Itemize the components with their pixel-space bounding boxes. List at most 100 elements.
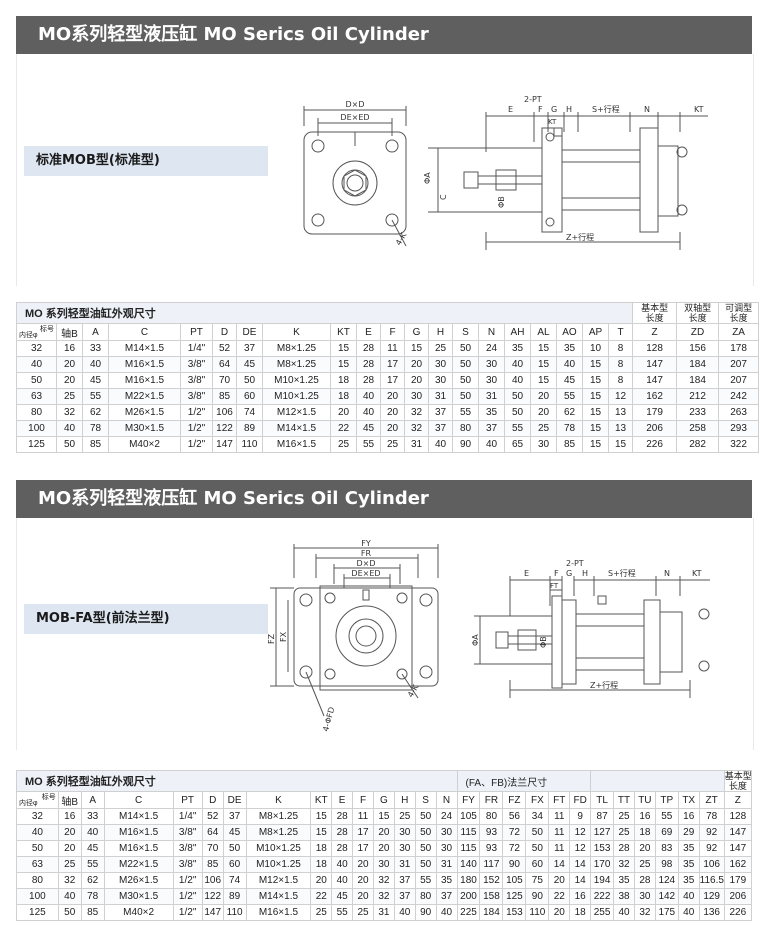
table-cell: 45: [556, 372, 583, 389]
table-cell: 263: [718, 404, 760, 421]
table-cell: 33: [80, 808, 105, 825]
table-cell: 225: [456, 904, 481, 921]
dim-n2: N: [664, 569, 670, 578]
table-cell: 24: [435, 808, 458, 825]
table-cell: 35: [613, 872, 635, 889]
table-cell: 35: [478, 404, 505, 421]
table-cell: 162: [723, 856, 753, 873]
table-cell: 25: [633, 856, 656, 873]
table-cell: 15: [310, 824, 333, 841]
column-header: A: [80, 791, 105, 809]
table-cell: 30: [428, 372, 453, 389]
table-cell: 106: [212, 404, 237, 421]
table-cell: 83: [654, 840, 679, 857]
dim-h: H: [566, 105, 572, 114]
table-cell: 20: [404, 372, 429, 389]
table-cell: 45: [80, 840, 105, 857]
table-cell: 152: [479, 872, 504, 889]
table-cell: 31: [435, 856, 458, 873]
bore-cell: 40: [16, 824, 59, 841]
table-cell: 55: [654, 808, 679, 825]
table-cell: 147: [723, 840, 753, 857]
table-cell: 30: [633, 888, 656, 905]
table-cell: 64: [201, 824, 224, 841]
table-cell: 28: [331, 808, 354, 825]
table-cell: 25: [330, 436, 357, 453]
dim-dd2: D×D: [356, 559, 375, 568]
dim-ft: FT: [550, 582, 559, 590]
table-cell: 45: [356, 420, 381, 437]
table-cell: 72: [502, 824, 527, 841]
table-cell: 15: [607, 436, 634, 453]
column-header: A: [82, 323, 109, 341]
table-cell: M16×1.5: [103, 824, 174, 841]
dim-kt2: KT: [692, 569, 702, 578]
table-cell: 226: [632, 436, 678, 453]
table-cell: 184: [479, 904, 504, 921]
table-cell: 50: [525, 824, 550, 841]
table-cell: 106: [698, 856, 725, 873]
column-header: PT: [172, 791, 203, 809]
table-cell: 75: [525, 872, 550, 889]
table-cell: 55: [556, 388, 583, 405]
bore-cell: 100: [16, 420, 57, 437]
table-cell: 60: [236, 388, 263, 405]
table-cell: 15: [530, 340, 557, 357]
table-cell: M8×1.25: [245, 824, 312, 841]
table-cell: 233: [676, 404, 720, 421]
table-cell: 28: [331, 824, 354, 841]
table-cell: 147: [201, 904, 224, 921]
table-cell: 85: [80, 904, 105, 921]
table-cell: 50: [57, 904, 82, 921]
table-cell: 80: [452, 420, 479, 437]
table-cell: 55: [504, 420, 531, 437]
table-cell: 16: [56, 340, 83, 357]
column-header: N: [478, 323, 505, 341]
table-cell: 15: [582, 372, 609, 389]
table1-title: MO 系列轻型油缸外观尺寸: [15, 302, 634, 324]
table-cell: 15: [330, 340, 357, 357]
table-cell: 20: [530, 388, 557, 405]
table-cell: 64: [212, 356, 237, 373]
table-cell: 153: [502, 904, 527, 921]
table-cell: 122: [212, 420, 237, 437]
table-cell: 156: [676, 340, 720, 357]
table-cell: 20: [57, 840, 82, 857]
table-cell: 93: [479, 840, 504, 857]
column-header: F: [352, 791, 374, 809]
table-cell: 32: [404, 420, 429, 437]
dim-e: E: [508, 105, 513, 114]
section1-side-view-drawing: 2-PT E F G H KT S+行程 N KT ΦA C ΦB Z+行程: [423, 95, 708, 250]
table-cell: 52: [212, 340, 237, 357]
table-cell: 147: [632, 372, 678, 389]
table-cell: 80: [414, 888, 437, 905]
table-cell: 147: [632, 356, 678, 373]
bore-cell: 63: [16, 388, 57, 405]
column-header: TU: [633, 791, 656, 809]
table-cell: 30: [435, 840, 458, 857]
table-cell: 212: [676, 388, 720, 405]
table-cell: 32: [57, 872, 82, 889]
table-cell: M30×1.5: [103, 888, 174, 905]
dim-kt-small: KT: [548, 118, 557, 126]
table-cell: 52: [201, 808, 224, 825]
table-cell: 12: [569, 824, 592, 841]
table-cell: 31: [404, 436, 429, 453]
column-header: Z: [723, 791, 753, 809]
table-cell: 115: [456, 824, 481, 841]
table-cell: 90: [414, 904, 437, 921]
table-cell: 31: [478, 388, 505, 405]
table-cell: 55: [331, 904, 354, 921]
table-cell: 35: [504, 340, 531, 357]
column-header: TP: [654, 791, 679, 809]
table-cell: 35: [677, 840, 700, 857]
table-cell: 17: [380, 356, 405, 373]
table-cell: 80: [479, 808, 504, 825]
dim-phi-a: ΦA: [423, 172, 432, 184]
table-cell: 45: [236, 356, 263, 373]
dim-phi-b2: ΦB: [539, 636, 548, 648]
